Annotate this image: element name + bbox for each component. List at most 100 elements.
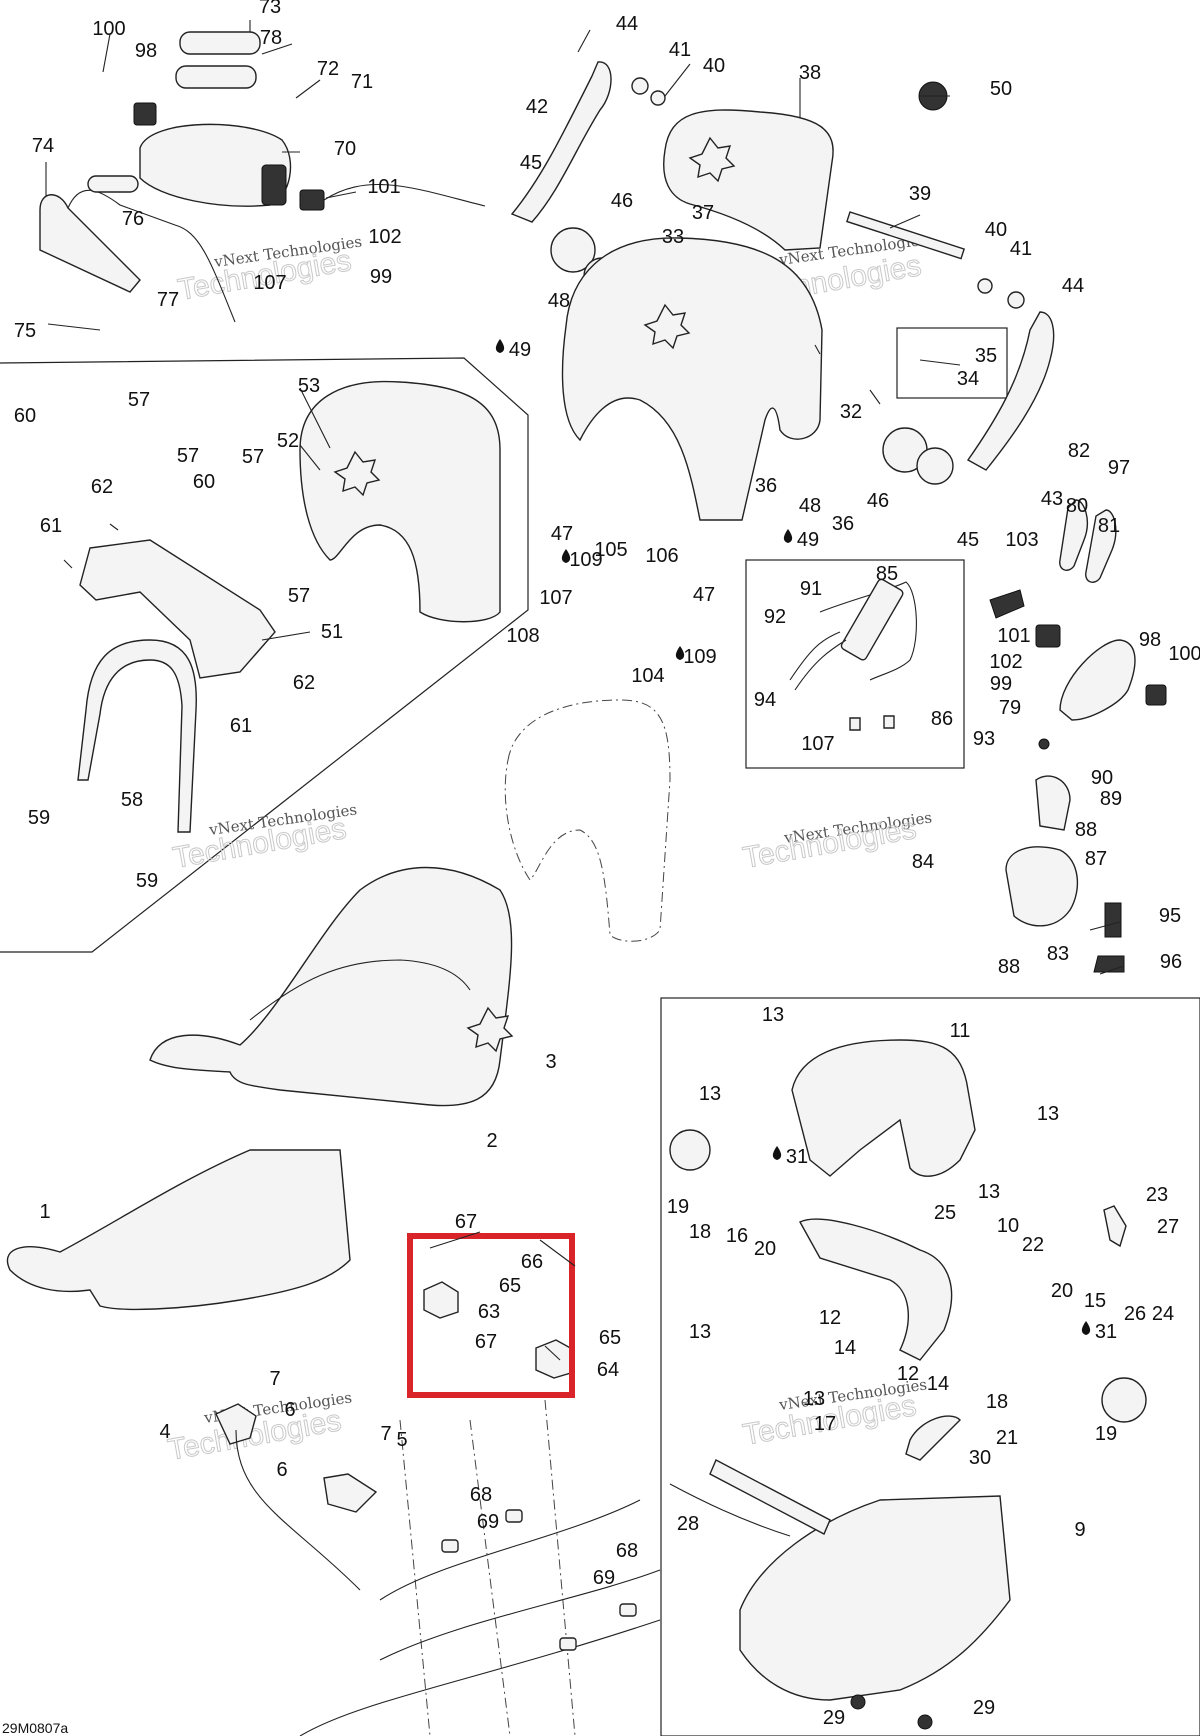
callout-44b: 44 — [1062, 275, 1084, 297]
callout-72: 72 — [317, 58, 339, 80]
callout-87: 87 — [1085, 848, 1107, 870]
callout-41a: 41 — [669, 39, 691, 61]
group-frames — [0, 327, 1200, 1736]
callout-62b: 62 — [293, 672, 315, 694]
callout-70: 70 — [334, 138, 356, 160]
callout-31b: 31 — [1095, 1321, 1117, 1343]
callout-63: 63 — [478, 1301, 500, 1323]
backrest-arm-43 — [966, 311, 1055, 471]
callout-33: 33 — [662, 226, 684, 248]
grab-bar-58 — [77, 639, 197, 833]
foot-29a — [850, 1694, 866, 1710]
callout-43: 43 — [1041, 488, 1063, 510]
clip-103 — [989, 589, 1025, 619]
latch-23 — [1103, 1205, 1127, 1248]
callout-99b: 99 — [990, 673, 1012, 695]
callout-45a: 45 — [520, 152, 542, 174]
callout-107c: 107 — [801, 733, 834, 755]
callout-31a: 31 — [786, 1146, 808, 1168]
callout-37: 37 — [692, 202, 714, 224]
bumper-68d — [619, 1603, 637, 1617]
callout-58: 58 — [121, 789, 143, 811]
highlight-group — [407, 1233, 575, 1398]
bracket-63 — [423, 1281, 459, 1319]
callout-6a: 6 — [284, 1399, 295, 1421]
seat-base-9 — [739, 1495, 1011, 1701]
leader-lines — [45, 20, 1125, 1361]
callout-44a: 44 — [616, 13, 638, 35]
callout-2: 2 — [486, 1130, 497, 1152]
callout-71: 71 — [351, 71, 373, 93]
seat-outline — [504, 699, 671, 942]
callout-41b: 41 — [1010, 238, 1032, 260]
callout-76: 76 — [122, 208, 144, 230]
callout-25: 25 — [934, 1202, 956, 1224]
screw-93 — [1038, 738, 1050, 750]
bushing-41b — [1007, 291, 1025, 309]
drop-icon — [561, 549, 571, 563]
drop-icon — [783, 529, 793, 543]
callout-78: 78 — [260, 27, 282, 49]
cable-to-panel — [323, 183, 486, 207]
callout-42: 42 — [526, 96, 548, 118]
callout-12b: 12 — [897, 1363, 919, 1385]
callout-62a: 62 — [91, 476, 113, 498]
callout-107a: 107 — [253, 272, 286, 294]
bracket-4 — [215, 1403, 257, 1445]
callout-107b: 107 — [539, 587, 572, 609]
callout-49b: 49 — [797, 529, 819, 551]
callout-57a: 57 — [128, 389, 150, 411]
callout-89: 89 — [1100, 788, 1122, 810]
callout-46a: 46 — [611, 190, 633, 212]
seat-outline-dashed — [504, 699, 671, 942]
grip-82 — [1059, 499, 1088, 571]
callout-77: 77 — [157, 289, 179, 311]
callout-51: 51 — [321, 621, 343, 643]
callout-90: 90 — [1091, 767, 1113, 789]
star-decal-37 — [688, 136, 736, 183]
callout-66: 66 — [521, 1251, 543, 1273]
strip-17 — [709, 1459, 831, 1535]
drop-icon — [772, 1146, 782, 1160]
callout-57b: 57 — [177, 445, 199, 467]
callout-13c: 13 — [1037, 1103, 1059, 1125]
callout-48b: 48 — [799, 495, 821, 517]
wiring-inset-frame — [745, 559, 965, 769]
callout-59b: 59 — [136, 870, 158, 892]
callout-106: 106 — [645, 545, 678, 567]
callout-40b: 40 — [985, 219, 1007, 241]
star-decal-3 — [466, 1006, 514, 1053]
callout-9: 9 — [1074, 1519, 1085, 1541]
callout-96: 96 — [1160, 951, 1182, 973]
callout-14a: 14 — [834, 1337, 856, 1359]
callout-34: 34 — [957, 368, 979, 390]
callout-67a: 67 — [455, 1211, 477, 1233]
callout-57d: 57 — [288, 585, 310, 607]
callout-38: 38 — [799, 62, 821, 84]
callout-29a: 29 — [823, 1707, 845, 1729]
connector-107 — [849, 715, 895, 731]
callout-60b: 60 — [193, 471, 215, 493]
callout-27: 27 — [1157, 1216, 1179, 1238]
callout-61b: 61 — [230, 715, 252, 737]
callout-7b: 7 — [380, 1423, 391, 1445]
callout-13b: 13 — [699, 1083, 721, 1105]
bumper-68b — [505, 1509, 523, 1523]
watermark-large: Technologies — [740, 812, 918, 875]
harness-85 — [819, 581, 917, 681]
callout-15: 15 — [1084, 1290, 1106, 1312]
callout-1: 1 — [39, 1201, 50, 1223]
callout-73: 73 — [259, 0, 281, 18]
clip-95 — [1104, 902, 1122, 938]
connector-101 — [299, 189, 325, 211]
backrest-arm-42 — [510, 61, 612, 223]
bearing-19 — [669, 1129, 711, 1171]
callout-52: 52 — [277, 430, 299, 452]
grip-pad-73 — [179, 31, 261, 55]
lower-frame — [299, 1399, 661, 1736]
switch-98 — [133, 102, 157, 126]
callout-49a: 49 — [509, 339, 531, 361]
